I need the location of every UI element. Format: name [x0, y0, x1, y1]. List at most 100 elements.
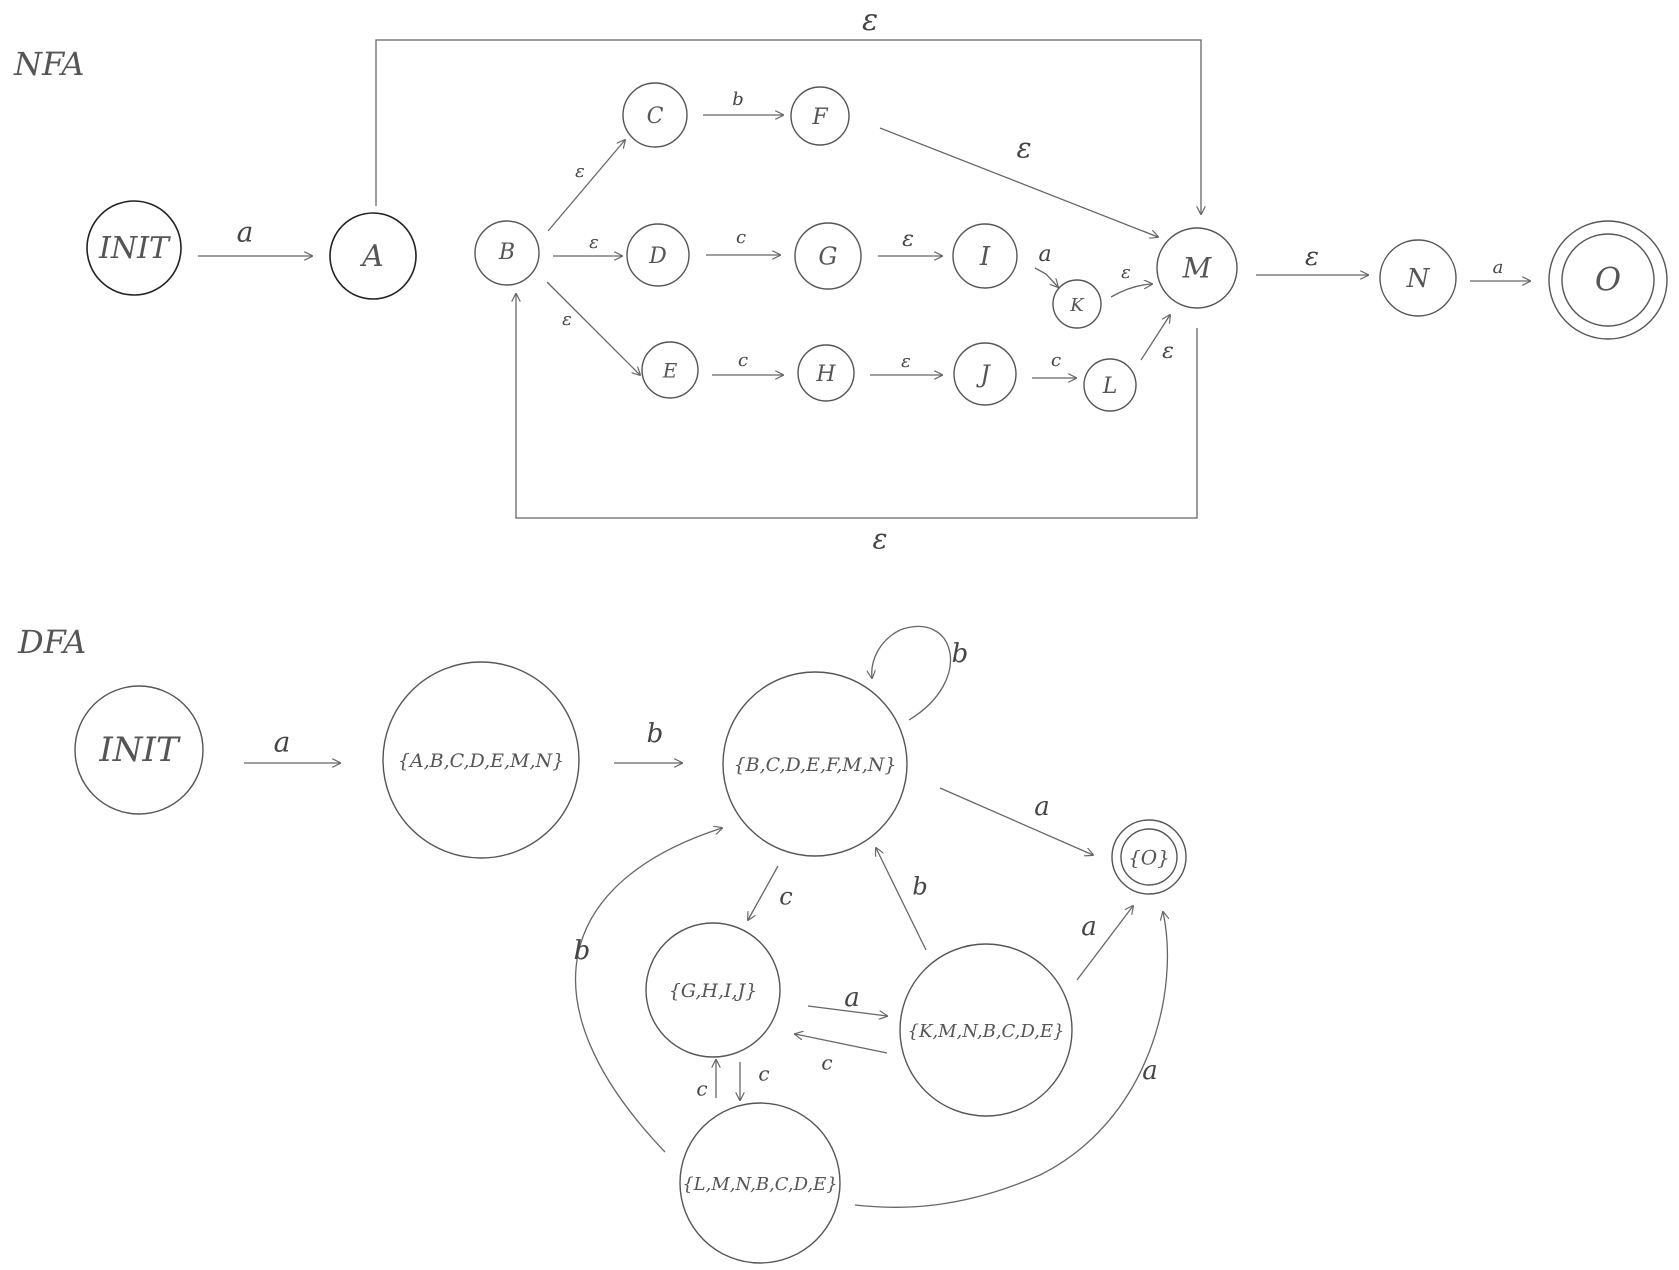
nfa-state-g: G — [794, 222, 862, 290]
nfa-edge-h-j: ε — [870, 351, 942, 375]
svg-text:INIT: INIT — [98, 730, 181, 770]
dfa-title: DFA — [17, 623, 86, 661]
svg-text:{O}: {O} — [1128, 846, 1170, 870]
nfa-edge-c-f: b — [703, 89, 783, 115]
dfa-edge-s2-self: b — [872, 625, 969, 721]
svg-text:A: A — [359, 239, 384, 274]
nfa-edge-m-b-bottom: ε — [516, 294, 1198, 556]
dfa-edge-s6-s2: b — [574, 828, 722, 1153]
svg-text:ε: ε — [1305, 242, 1319, 272]
dfa-edge-s5-s2: b — [876, 848, 928, 951]
dfa-edge-s2-s4: c — [748, 865, 793, 920]
dfa-state-s3-final: {O} — [1111, 819, 1187, 895]
svg-text:ε: ε — [1162, 339, 1174, 364]
nfa-state-f: F — [790, 86, 850, 146]
svg-text:{A,B,C,D,E,M,N}: {A,B,C,D,E,M,N} — [398, 750, 564, 772]
nfa-edge-b-d: ε — [553, 232, 622, 256]
svg-text:O: O — [1595, 261, 1621, 299]
svg-text:M: M — [1182, 252, 1213, 285]
dfa-edge-s5-s4: c — [795, 1034, 888, 1075]
dfa-edge-init-s1: a — [244, 726, 340, 764]
nfa-state-i: I — [952, 223, 1018, 289]
dfa-state-s1: {A,B,C,D,E,M,N} — [382, 661, 580, 859]
nfa-state-j: J — [953, 342, 1017, 406]
nfa-edge-f-m: ε — [879, 127, 1158, 237]
nfa-edge-g-i: ε — [878, 227, 942, 256]
dfa-edge-s5-s3: a — [1076, 906, 1133, 981]
svg-text:c: c — [758, 1062, 769, 1086]
svg-text:a: a — [237, 216, 254, 249]
svg-text:C: C — [647, 104, 664, 129]
svg-text:c: c — [736, 227, 746, 248]
dfa-edge-s4-s5: a — [807, 983, 887, 1016]
svg-text:D: D — [648, 244, 667, 269]
nfa-edge-i-k: a — [1034, 242, 1058, 287]
svg-text:INIT: INIT — [98, 231, 171, 266]
svg-text:ε: ε — [562, 309, 572, 330]
svg-text:I: I — [979, 242, 991, 272]
nfa-edge-l-m: ε — [1140, 315, 1174, 364]
svg-text:c: c — [1051, 350, 1061, 371]
nfa-edge-m-n: ε — [1256, 242, 1368, 275]
nfa-state-k: K — [1052, 279, 1102, 329]
svg-text:ε: ε — [1016, 132, 1031, 165]
nfa-edge-b-e: ε — [546, 281, 640, 375]
svg-text:a: a — [1038, 242, 1051, 267]
nfa-state-m: M — [1156, 227, 1238, 309]
nfa-title: NFA — [13, 45, 85, 83]
svg-text:H: H — [815, 362, 836, 387]
svg-text:ε: ε — [1121, 262, 1131, 283]
dfa-state-s2: {B,C,D,E,F,M,N} — [722, 671, 908, 857]
nfa-state-h: H — [797, 344, 855, 402]
svg-text:ε: ε — [901, 351, 911, 372]
svg-text:ε: ε — [862, 3, 878, 38]
dfa-state-s5: {K,M,N,B,C,D,E} — [899, 943, 1073, 1117]
dfa-state-s4: {G,H,I,J} — [645, 922, 781, 1058]
nfa-state-l: L — [1083, 358, 1137, 412]
svg-text:J: J — [975, 361, 991, 389]
svg-text:ε: ε — [589, 232, 599, 253]
dfa-edge-s6-s3: a — [854, 912, 1167, 1209]
svg-text:B: B — [498, 240, 515, 265]
svg-text:b: b — [574, 936, 591, 966]
svg-text:a: a — [274, 726, 291, 759]
svg-text:E: E — [662, 359, 678, 383]
svg-text:L: L — [1102, 374, 1118, 399]
nfa-state-o-final: O — [1548, 220, 1668, 340]
svg-text:ε: ε — [902, 227, 914, 252]
dfa-edge-s6-s4: c — [696, 1060, 716, 1101]
nfa-edge-k-m: ε — [1110, 262, 1152, 298]
svg-text:{L,M,N,B,C,D,E}: {L,M,N,B,C,D,E} — [682, 1174, 838, 1195]
svg-text:{B,C,D,E,F,M,N}: {B,C,D,E,F,M,N} — [734, 754, 897, 776]
dfa-edge-s2-s3: a — [939, 787, 1093, 855]
svg-text:{G,H,I,J}: {G,H,I,J} — [669, 980, 758, 1002]
svg-text:b: b — [952, 639, 969, 669]
svg-text:a: a — [844, 983, 860, 1013]
nfa-state-a: A — [329, 212, 417, 300]
svg-text:b: b — [732, 89, 744, 110]
dfa-state-init: INIT — [74, 685, 204, 815]
nfa-state-c: C — [622, 82, 688, 148]
nfa-edge-d-g: c — [706, 227, 780, 255]
svg-text:a: a — [1493, 257, 1504, 278]
svg-text:a: a — [1142, 1056, 1158, 1086]
nfa-edge-init-a: a — [198, 216, 312, 257]
svg-text:a: a — [1081, 912, 1097, 942]
dfa-edge-s1-s2: b — [614, 719, 682, 763]
nfa-state-d: D — [626, 223, 690, 287]
svg-text:c: c — [779, 883, 792, 911]
nfa-edge-n-o: a — [1470, 257, 1530, 281]
svg-text:b: b — [647, 719, 664, 749]
svg-text:F: F — [811, 105, 828, 130]
svg-text:c: c — [696, 1077, 707, 1101]
svg-text:c: c — [738, 350, 748, 371]
svg-text:a: a — [1034, 792, 1050, 822]
dfa-state-s6: {L,M,N,B,C,D,E} — [679, 1102, 841, 1264]
dfa-edge-s4-s6: c — [740, 1062, 770, 1101]
nfa-edge-j-l: c — [1032, 350, 1076, 378]
svg-text:K: K — [1069, 295, 1085, 316]
nfa-state-init: INIT — [86, 200, 182, 296]
svg-text:{K,M,N,B,C,D,E}: {K,M,N,B,C,D,E} — [908, 1021, 1065, 1042]
svg-text:ε: ε — [872, 523, 887, 556]
